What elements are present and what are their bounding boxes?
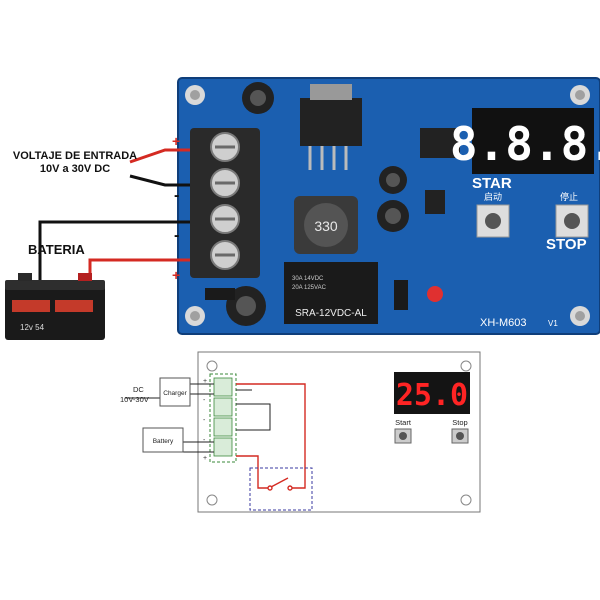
pcb-model-label: XH-M603 [480, 317, 526, 329]
regulator-ic [300, 84, 362, 170]
svg-text:-: - [203, 437, 206, 444]
schematic-start-button[interactable] [394, 428, 412, 444]
battery-plus-sign: + [172, 267, 180, 283]
schematic-mount-hole [206, 494, 218, 506]
battery-minus-sign: - [174, 227, 179, 244]
relay-model: SRA-12VDC-AL [295, 308, 367, 319]
svg-text:-: - [203, 417, 206, 424]
pcb-stop-cn-label: 停止 [560, 191, 578, 202]
input-voltage-title: VOLTAJE DE ENTRADA [12, 150, 138, 162]
charger-label: Charger [163, 390, 187, 397]
input-voltage-range: 10V a 30V DC [39, 163, 111, 175]
schematic-stop-label: Stop [452, 418, 467, 427]
inductor-label: 330 [314, 218, 338, 234]
terminal-block [190, 128, 260, 278]
transistor [425, 190, 445, 214]
pcb-start-button[interactable] [476, 204, 510, 238]
battery-brand-text: 12v 54 [20, 323, 45, 332]
microcontroller-chip [420, 128, 460, 158]
dc-label: DC [133, 385, 144, 394]
schematic-display-value: 25.0 [396, 378, 468, 413]
relay-rating-1: 30A 14VDC [292, 276, 324, 282]
relay-switch-symbol [267, 477, 293, 491]
schematic-display [394, 372, 470, 414]
schematic-battery-label: Battery [153, 438, 174, 445]
relay-rating-2: 20A 125VAC [292, 285, 327, 291]
relay-switch-box [249, 467, 313, 511]
battery-image: 12v 54 [5, 273, 105, 340]
svg-text:+: + [203, 455, 207, 462]
svg-text:-: - [203, 397, 206, 404]
svg-text:+: + [203, 378, 207, 385]
battery-label: BATERIA [28, 242, 85, 257]
relay: 30A 14VDC 20A 125VAC SRA-12VDC-AL [284, 262, 378, 324]
charger-box [159, 377, 191, 407]
terminal-strip-box [209, 373, 237, 463]
schematic-mount-hole [206, 360, 218, 372]
input-plus-sign: + [172, 133, 180, 149]
pcb-stop-label: STOP [546, 236, 587, 253]
led-indicator [427, 286, 443, 302]
pcb-start-cn-label: 启动 [484, 191, 502, 202]
schematic-mount-hole [460, 360, 472, 372]
input-voltage-label: VOLTAJE DE ENTRADA 10V a 30V DC [0, 150, 150, 176]
input-minus-sign: - [174, 187, 179, 204]
pcb-display-digits: 8.8.8. [450, 117, 600, 171]
schematic-start-label: Start [395, 418, 412, 427]
schematic-stop-button[interactable] [451, 428, 469, 444]
pcb-start-label: STAR [472, 175, 512, 192]
capacitors [226, 82, 409, 326]
fuse [205, 288, 235, 300]
pcb-7seg-display: 8.8.8. [450, 108, 600, 174]
schematic-red-wires [236, 383, 306, 489]
wiring-schematic: + - - - + Charger DC 10V-30V Battery 25.… [120, 351, 481, 513]
pcb-version-label: V1 [548, 319, 558, 328]
battery-box [142, 427, 184, 453]
pcb-stop-button[interactable] [555, 204, 589, 238]
inductor: 330 [294, 196, 358, 254]
dc-range-label: 10V-30V [120, 395, 149, 404]
schematic-mount-hole [460, 494, 472, 506]
diode [394, 280, 408, 310]
module-photo: + - - + 12v 54 330 30A [5, 77, 600, 340]
